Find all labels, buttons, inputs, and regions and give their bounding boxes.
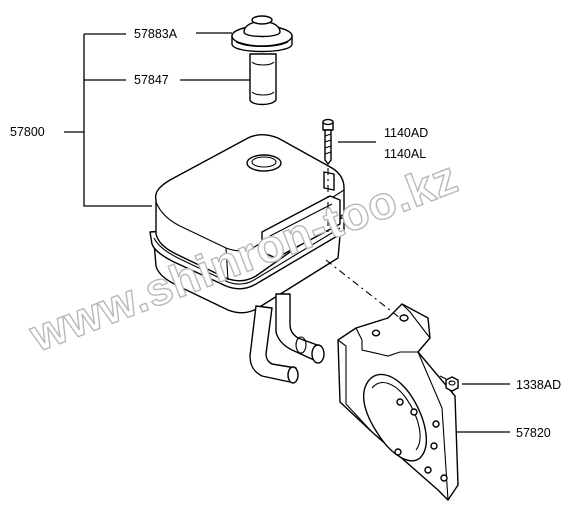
outlet-hose bbox=[249, 293, 325, 384]
mounting-bracket bbox=[337, 303, 459, 501]
filler-neck bbox=[249, 53, 277, 106]
callout-bracket: 57820 bbox=[516, 426, 551, 440]
reservoir-cap bbox=[231, 15, 293, 53]
callout-reservoir-assy: 57800 bbox=[10, 125, 45, 139]
assembly-center-line bbox=[325, 168, 401, 319]
hex-nut bbox=[445, 376, 459, 392]
callout-cap: 57883A bbox=[134, 27, 178, 41]
mounting-bolt bbox=[322, 118, 334, 165]
leader-lines bbox=[64, 32, 510, 433]
callout-bolt-b: 1140AL bbox=[384, 147, 426, 161]
nut-center-line bbox=[439, 375, 453, 383]
callout-filler-neck: 57847 bbox=[134, 73, 169, 87]
reservoir-tank bbox=[149, 133, 345, 314]
callout-nut: 1338AD bbox=[516, 378, 561, 392]
callout-bolt-a: 1140AD bbox=[384, 126, 428, 140]
